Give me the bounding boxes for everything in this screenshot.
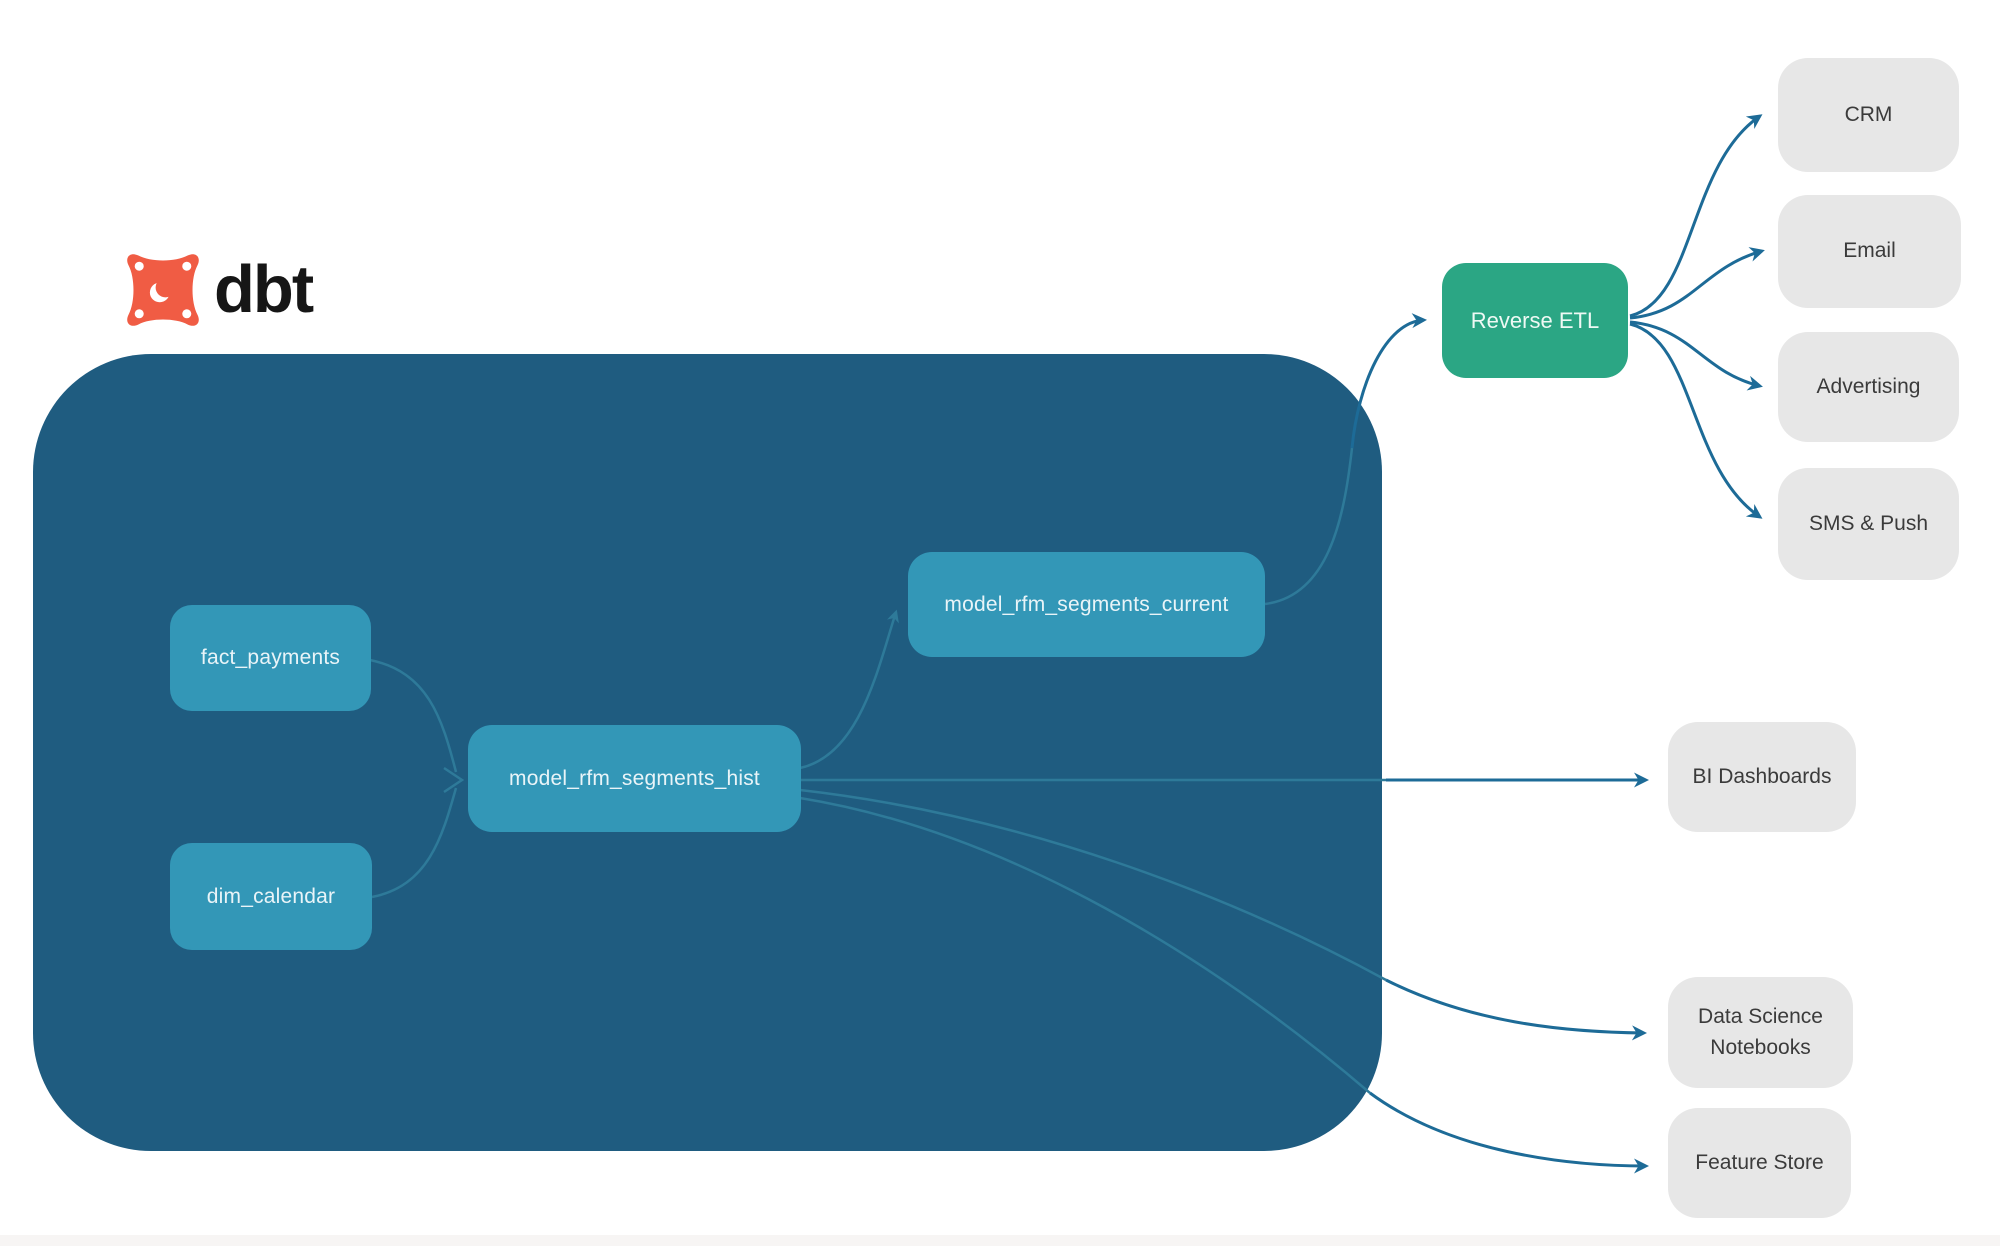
edge-etl-to-crm: [1629, 114, 1763, 318]
node-label: Data Science Notebooks: [1698, 1005, 1823, 1059]
node-label: CRM: [1844, 102, 1893, 126]
node-model-rfm-segments-hist: model_rfm_segments_hist: [468, 725, 801, 832]
node-fact-payments: fact_payments: [170, 605, 371, 711]
node-label: BI Dashboards: [1692, 764, 1832, 788]
dbt-logo-icon: [127, 254, 199, 326]
node-label: Reverse ETL: [1470, 307, 1600, 333]
node-model-rfm-segments-current: model_rfm_segments_current: [908, 552, 1265, 657]
node-label: dim_calendar: [206, 884, 336, 908]
node-crm: CRM: [1778, 58, 1959, 172]
node-label: fact_payments: [200, 646, 341, 669]
node-data-science-notebooks: Data Science Notebooks: [1668, 977, 1853, 1088]
dbt-logo: dbt: [122, 248, 314, 332]
node-label: Email: [1843, 239, 1896, 263]
node-label: Feature Store: [1695, 1150, 1824, 1174]
node-advertising: Advertising: [1778, 332, 1959, 442]
node-label: Advertising: [1816, 374, 1921, 398]
node-label: SMS & Push: [1808, 511, 1929, 535]
edge-etl-to-sms-push: [1629, 322, 1763, 519]
node-label: model_rfm_segments_current: [944, 592, 1229, 616]
dbt-logo-text: dbt: [214, 252, 314, 327]
edge-etl-to-email: [1629, 247, 1765, 320]
node-email: Email: [1778, 195, 1961, 308]
node-reverse-etl: Reverse ETL: [1442, 263, 1628, 378]
edge-etl-to-advertising: [1629, 320, 1763, 391]
node-sms-push: SMS & Push: [1778, 468, 1959, 580]
node-dim-calendar: dim_calendar: [170, 843, 372, 950]
edge-hist-to-featurestore-outside: [1369, 1091, 1649, 1174]
page-bottom-divider: [0, 1235, 2000, 1246]
edge-hist-to-notebooks-outside: [1385, 978, 1647, 1041]
node-bi-dashboards: BI Dashboards: [1668, 722, 1856, 832]
node-feature-store: Feature Store: [1668, 1108, 1851, 1218]
node-label: model_rfm_segments_hist: [509, 766, 760, 790]
